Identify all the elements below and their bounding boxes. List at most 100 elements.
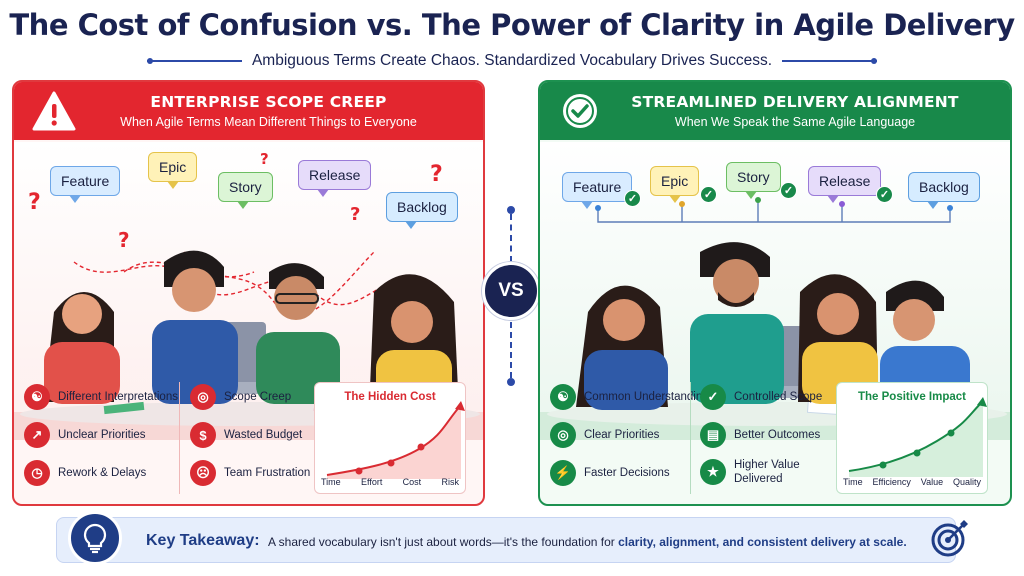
check-icon: ✓ bbox=[876, 186, 893, 203]
question-mark: ? bbox=[118, 228, 130, 252]
scope-creep-impacts: ☯ Different Interpretations ↗ Unclear Pr… bbox=[14, 374, 483, 504]
axis-label: Time bbox=[843, 477, 863, 487]
takeaway-text-plain: A shared vocabulary isn't just about wor… bbox=[268, 535, 619, 549]
benefit-item: ⚡ Faster Decisions bbox=[550, 460, 670, 486]
takeaway-text-emphasis: clarity, alignment, and consistent deliv… bbox=[618, 535, 907, 549]
benefit-label: Faster Decisions bbox=[584, 467, 670, 479]
axis-label: Effort bbox=[360, 477, 383, 487]
page-title: The Cost of Confusion vs. The Power of C… bbox=[9, 8, 1015, 42]
benefit-item: ◎ Clear Priorities bbox=[550, 422, 659, 448]
question-mark: ? bbox=[28, 190, 41, 215]
scope-creep-panel: ENTERPRISE SCOPE CREEP When Agile Terms … bbox=[12, 80, 485, 506]
benefit-label: Clear Priorities bbox=[584, 429, 660, 441]
alignment-benefits: ☯ Common Understanding ◎ Clear Prioritie… bbox=[540, 374, 1010, 504]
benefit-label: Better Outcomes bbox=[734, 429, 821, 441]
impact-item: ☯ Different Interpretations bbox=[24, 384, 178, 410]
lightning-icon: ⚡ bbox=[550, 460, 576, 486]
question-mark: ? bbox=[350, 204, 361, 225]
chip-backlog: Backlog bbox=[908, 172, 980, 209]
target-icon: ◎ bbox=[190, 384, 216, 410]
chip-story: Story bbox=[726, 162, 781, 199]
target-icon: ◎ bbox=[550, 422, 576, 448]
scope-creep-subheading: When Agile Terms Mean Different Things t… bbox=[120, 115, 417, 129]
impact-label: Scope Creep bbox=[224, 391, 292, 403]
takeaway-title: Key Takeaway: bbox=[146, 532, 260, 549]
check-circle-icon bbox=[563, 94, 597, 128]
question-mark: ? bbox=[430, 162, 443, 187]
lightbulb-icon bbox=[68, 511, 122, 565]
chip-backlog: Backlog bbox=[386, 192, 458, 229]
divider bbox=[690, 382, 691, 494]
subtitle-row: Ambiguous Terms Create Chaos. Standardiz… bbox=[0, 52, 1024, 70]
clock-icon: ◷ bbox=[24, 460, 50, 486]
check-icon: ✓ bbox=[624, 190, 641, 207]
chip-feature: Feature bbox=[562, 172, 633, 209]
impact-item: ↗ Unclear Priorities bbox=[24, 422, 146, 448]
divider bbox=[179, 382, 180, 494]
frown-icon: ☹ bbox=[190, 460, 216, 486]
scope-creep-header: ENTERPRISE SCOPE CREEP When Agile Terms … bbox=[14, 82, 483, 140]
axis-label: Quality bbox=[952, 477, 981, 487]
chip-release: Release bbox=[808, 166, 882, 203]
takeaway-text: A shared vocabulary isn't just about wor… bbox=[268, 535, 907, 549]
impact-item: ◎ Scope Creep bbox=[190, 384, 291, 410]
chip-story: Story bbox=[218, 172, 273, 209]
vs-badge: VS bbox=[482, 262, 540, 320]
people-icon: ☯ bbox=[24, 384, 50, 410]
rising-cost-curve bbox=[326, 401, 465, 479]
trophy-icon: ★ bbox=[700, 459, 726, 485]
chip-epic: Epic bbox=[650, 166, 700, 203]
rising-impact-curve bbox=[848, 397, 987, 477]
vs-line bbox=[510, 214, 512, 262]
impact-label: Different Interpretations bbox=[58, 391, 178, 403]
impact-item: $ Wasted Budget bbox=[190, 422, 302, 448]
delivery-alignment-header: STREAMLINED DELIVERY ALIGNMENT When We S… bbox=[540, 82, 1010, 140]
positive-impact-chart: The Positive Impact Time Efficiency Valu… bbox=[836, 382, 988, 494]
check-icon: ✓ bbox=[780, 182, 797, 199]
vs-line bbox=[510, 322, 512, 378]
question-mark: ? bbox=[260, 150, 269, 168]
subtitle-divider-right bbox=[782, 58, 878, 64]
impact-label: Rework & Delays bbox=[58, 467, 147, 479]
target-arrow-icon bbox=[931, 520, 968, 557]
benefit-item: ☯ Common Understanding bbox=[550, 384, 709, 410]
key-takeaway-banner bbox=[56, 517, 956, 563]
delivery-alignment-subheading: When We Speak the Same Agile Language bbox=[674, 115, 916, 129]
impact-label: Team Frustration bbox=[224, 467, 311, 479]
hidden-cost-title: The Hidden Cost bbox=[344, 391, 436, 403]
benefit-item: ✓ Controlled Scope bbox=[700, 384, 822, 410]
dollar-icon: $ bbox=[190, 422, 216, 448]
chip-release: Release bbox=[298, 160, 372, 197]
axis-label: Time bbox=[321, 477, 341, 487]
bar-chart-icon: ▤ bbox=[700, 422, 726, 448]
vs-line-dot bbox=[507, 206, 515, 214]
benefit-label: Controlled Scope bbox=[734, 391, 823, 403]
check-icon: ✓ bbox=[700, 186, 717, 203]
impact-item: ☹ Team Frustration bbox=[190, 460, 310, 486]
delivery-alignment-heading: STREAMLINED DELIVERY ALIGNMENT bbox=[631, 93, 959, 111]
impact-item: ◷ Rework & Delays bbox=[24, 460, 146, 486]
scope-creep-heading: ENTERPRISE SCOPE CREEP bbox=[150, 93, 387, 111]
shield-icon: ✓ bbox=[700, 384, 726, 410]
benefit-label: Common Understanding bbox=[584, 391, 709, 403]
positive-impact-title: The Positive Impact bbox=[857, 391, 966, 403]
chip-epic: Epic bbox=[148, 152, 198, 189]
axis-label: Value bbox=[920, 477, 944, 487]
axis-label: Risk bbox=[441, 477, 459, 487]
chip-feature: Feature bbox=[50, 166, 121, 203]
vs-line-dot bbox=[507, 378, 515, 386]
hidden-cost-chart: The Hidden Cost Time Effort Cost Risk bbox=[314, 382, 466, 494]
benefit-item: ▤ Better Outcomes bbox=[700, 422, 820, 448]
people-icon: ☯ bbox=[550, 384, 576, 410]
page-subtitle: Ambiguous Terms Create Chaos. Standardiz… bbox=[251, 52, 773, 69]
impact-label: Wasted Budget bbox=[224, 429, 303, 441]
benefit-item: ★ Higher Value Delivered bbox=[700, 458, 808, 486]
trend-icon: ↗ bbox=[24, 422, 50, 448]
benefit-label: Higher Value Delivered bbox=[734, 459, 800, 485]
subtitle-divider-left bbox=[146, 58, 242, 64]
impact-label: Unclear Priorities bbox=[58, 429, 146, 441]
axis-label: Efficiency bbox=[872, 477, 911, 487]
delivery-alignment-panel: STREAMLINED DELIVERY ALIGNMENT When We S… bbox=[538, 80, 1012, 506]
axis-label: Cost bbox=[402, 477, 422, 487]
warning-icon bbox=[32, 91, 76, 131]
